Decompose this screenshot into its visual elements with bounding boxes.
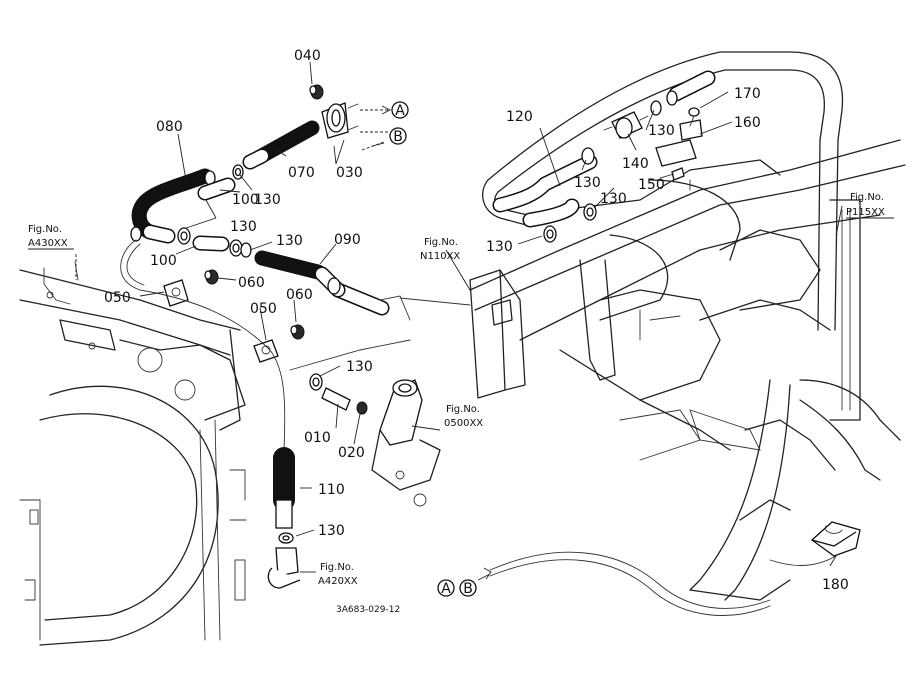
part-170: 170: [734, 86, 761, 102]
part-130-a: 130: [254, 192, 281, 208]
fig-ref-n110[interactable]: Fig.No. N110XX: [420, 237, 460, 262]
part-100-lower: 100: [150, 253, 177, 269]
connector-b-top: B: [389, 127, 407, 145]
part-130-e: 130: [318, 523, 345, 539]
part-140: 140: [622, 156, 649, 172]
part-130-d: 130: [346, 359, 373, 375]
connector-a-top: A: [391, 101, 409, 119]
fig-ref-0500[interactable]: Fig.No. 0500XX: [444, 404, 483, 429]
part-070: 070: [288, 165, 315, 181]
part-050-left: 050: [104, 290, 131, 306]
part-030: 030: [336, 165, 363, 181]
part-040: 040: [294, 48, 321, 64]
part-180-cap: [769, 521, 861, 566]
connector-a-bottom-label: A: [441, 581, 451, 597]
fig-ref-n110-code: N110XX: [420, 251, 460, 262]
part-180: 180: [822, 577, 849, 593]
heater-hose-assembly: [120, 84, 471, 589]
part-130-f: 130: [574, 175, 601, 191]
connector-arrows-bottom: [477, 567, 492, 581]
fig-ref-a430-label: Fig.No.: [28, 224, 62, 235]
fig-ref-0500-label: Fig.No.: [446, 404, 480, 415]
part-110: 110: [318, 482, 345, 498]
fig-ref-a430[interactable]: Fig.No. A430XX: [28, 224, 74, 250]
part-020: 020: [338, 445, 365, 461]
connector-b-bottom-label: B: [463, 581, 473, 597]
part-130-b: 130: [230, 219, 257, 235]
part-150: 150: [638, 177, 665, 193]
part-130-h: 130: [486, 239, 513, 255]
part-100-upper: 100: [232, 192, 259, 208]
fig-ref-p115-code: P115XX: [846, 207, 885, 218]
part-130-i: 130: [648, 123, 675, 139]
part-160: 160: [734, 115, 761, 131]
part-080: 080: [156, 119, 183, 135]
connector-b-top-label: B: [393, 129, 403, 145]
connector-a-top-label: A: [395, 103, 405, 119]
part-120: 120: [506, 109, 533, 125]
fig-ref-p115-label: Fig.No.: [850, 192, 884, 203]
fig-ref-a420[interactable]: Fig.No. A420XX: [318, 562, 358, 587]
part-050-right: 050: [250, 301, 277, 317]
fig-ref-a420-label: Fig.No.: [320, 562, 354, 573]
radiator-frame-left: [19, 254, 247, 646]
fig-ref-a430-code: A430XX: [28, 238, 68, 249]
part-labels: 040 080 070 030 100 130 130 100 130 090 …: [104, 48, 849, 593]
tractor-frame-right: [469, 51, 906, 616]
leader-lines: [139, 61, 843, 573]
drawing-code: 3A683-029-12: [336, 605, 400, 615]
part-010: 010: [304, 430, 331, 446]
part-090: 090: [334, 232, 361, 248]
part-130-c: 130: [276, 233, 303, 249]
part-130-g: 130: [600, 191, 627, 207]
part-060-right: 060: [286, 287, 313, 303]
fig-ref-n110-label: Fig.No.: [424, 237, 458, 248]
heater-valve-assembly: [492, 70, 716, 243]
fig-ref-p115[interactable]: Fig.No. P115XX: [846, 192, 894, 219]
part-060-left: 060: [238, 275, 265, 291]
connector-a-bottom: A: [437, 579, 455, 597]
connector-arrows-top: [360, 105, 392, 151]
fig-ref-a420-code: A420XX: [318, 576, 358, 587]
connector-b-bottom: B: [459, 579, 477, 597]
fig-ref-0500-code: 0500XX: [444, 418, 483, 429]
